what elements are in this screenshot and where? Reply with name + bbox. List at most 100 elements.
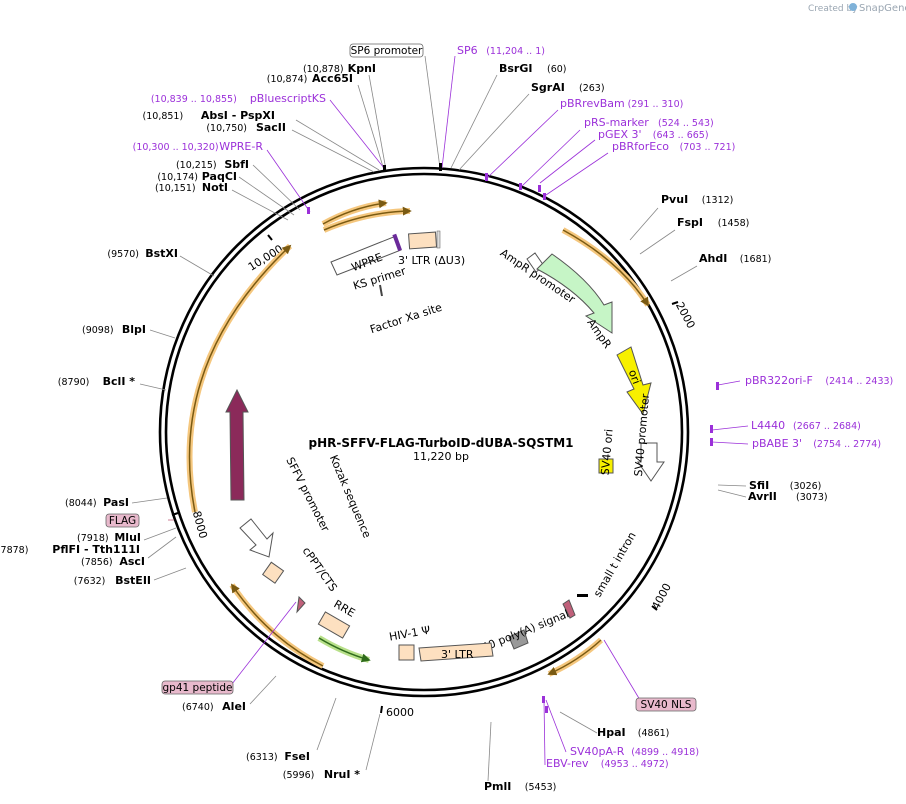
feature-label-kozak: Kozak sequence <box>327 453 374 540</box>
plasmid-title-block: pHR-SFFV-FLAG-TurboID-dUBA-SQSTM1 11,220… <box>309 436 574 463</box>
enzyme-pmli: PmlI(5453) <box>484 780 556 793</box>
enzyme-bsteii: BstEII(7632) <box>74 574 151 587</box>
primer-name: pBRforEco <box>612 140 669 153</box>
feature-label-turboid: TurboID <box>251 445 264 488</box>
ltr-du3-feature <box>408 231 438 250</box>
enzyme-position: (10,874) <box>267 74 308 85</box>
enzyme-position: (10,750) <box>206 123 247 134</box>
primer-range: (11,204 .. 1) <box>486 46 545 57</box>
enzyme-name: Acc65I <box>312 72 353 85</box>
boxed-label-sp6-promoter: SP6 promoter <box>349 43 424 58</box>
enzyme-position: (7878) <box>0 545 28 556</box>
primer-name: pBluescriptKS <box>250 92 326 105</box>
feature-label-factor-xa: Factor Xa site <box>368 301 443 337</box>
primer-pgex-3: pGEX 3'(643 .. 665) <box>598 128 709 141</box>
enzyme-avrii: AvrII(3073) <box>748 490 828 503</box>
enzyme-name: BlpI <box>122 323 146 336</box>
enzyme-name: AhdI <box>699 252 727 265</box>
feature-label-cppt-cts: cPPT/CTS <box>300 545 340 594</box>
primer-ebv-rev: EBV-rev(4953 .. 4972) <box>546 757 669 770</box>
enzyme-acc65i: Acc65I (10,874) <box>267 72 353 85</box>
enzyme-position: (5996) <box>283 770 315 781</box>
enzyme-hpai: HpaI (4861) <box>597 726 669 739</box>
enzyme-name: PmlI <box>484 780 511 793</box>
ori-feature <box>616 346 652 416</box>
primer-name: pBABE 3' <box>752 437 802 450</box>
enzyme-position: (10,151) <box>155 183 196 194</box>
enzyme-ahdi: AhdI(1681) <box>699 252 771 265</box>
boxed-label-gp41: gp41 peptide <box>161 680 234 695</box>
enzyme-name: NotI <box>202 181 228 194</box>
enzyme-name: BstEII <box>115 574 151 587</box>
boxed-label-flag: FLAG <box>105 513 140 528</box>
rre-feature <box>317 611 351 639</box>
primer-sp6: SP6(11,204 .. 1) <box>457 44 545 57</box>
enzyme-nrui: NruI * (5996) <box>283 768 360 781</box>
enzyme-asci: AscI(7856) <box>81 555 145 568</box>
primer-range: (4899 .. 4918) <box>631 747 699 758</box>
enzyme-blpi: BlpI(9098) <box>82 323 146 336</box>
primer-range: (524 .. 543) <box>658 118 714 129</box>
enzyme-kpni: KpnI(10,878) <box>303 62 376 75</box>
enzyme-position: (4861) <box>638 728 670 739</box>
leader-lines <box>131 55 749 782</box>
boxed-label-frame <box>349 43 424 58</box>
enzyme-name: HpaI <box>597 726 626 739</box>
feature-label-ori: ori <box>626 368 643 386</box>
enzyme-position: (10,851) <box>143 111 184 122</box>
enzyme-name: BclI * <box>103 375 136 388</box>
sffv-promoter-feature <box>239 518 274 558</box>
boxed-label-frame <box>635 697 697 712</box>
primer-pbr322ori-f: pBR322ori-F(2414 .. 2433) <box>745 374 893 387</box>
enzyme-name: NruI * <box>324 768 360 781</box>
enzyme-sgrai: SgrAI(263) <box>531 81 605 94</box>
feature-label-small-t-intron: small t intron <box>591 530 639 600</box>
enzyme-position: (1458) <box>718 218 750 229</box>
enzyme-position: (7856) <box>81 557 113 568</box>
enzyme-position: (1312) <box>702 195 734 206</box>
primer-name: SV40pA-R <box>570 745 625 758</box>
enzyme-paqci: PaqCI(10,174) <box>157 170 237 183</box>
tick-label-2000: 2000 <box>673 300 698 331</box>
feature-label-hiv-psi: HIV-1 Ψ <box>388 623 431 643</box>
enzyme-bcli: BclI *(8790) <box>58 375 135 388</box>
feature-label-sv40-ori: SV40 ori <box>599 428 616 475</box>
enzyme-name: FspI <box>677 216 703 229</box>
enzyme-alei: AleI(6740) <box>182 700 246 713</box>
ltr-3-feature <box>418 642 494 662</box>
snapgene-watermark: Created by SnapGene <box>808 3 906 14</box>
enzyme-fsei: FseI(6313) <box>246 750 310 763</box>
enzyme-bstxi: BstXI(9570) <box>107 247 178 260</box>
plasmid-name: pHR-SFFV-FLAG-TurboID-dUBA-SQSTM1 <box>309 436 574 450</box>
snapgene-brand: SnapGene <box>859 3 906 14</box>
enzyme-pflfi: PflFI - Tth111I (7878) <box>0 543 140 556</box>
enzyme-name: PflFI - Tth111I <box>52 543 140 556</box>
enzyme-name: SfiI <box>749 479 769 492</box>
ring-markers <box>307 163 719 713</box>
orange-arcs <box>186 199 651 677</box>
boxed-label-text: SV40 NLS <box>641 699 692 711</box>
enzyme-name: PvuI <box>661 193 688 206</box>
enzyme-sfii: SfiI(3026) <box>749 479 821 492</box>
primer-wpre-r: WPRE-R(10,300 .. 10,320) <box>133 140 264 153</box>
enzyme-bsrgi: BsrGI(60) <box>499 62 567 75</box>
turboid-feature <box>225 388 249 501</box>
boxed-label-text: gp41 peptide <box>163 682 233 694</box>
plasmid-size: 11,220 bp <box>413 450 469 463</box>
enzyme-fspi: FspI (1458) <box>677 216 749 229</box>
tick-label-4000: 4000 <box>649 581 674 612</box>
enzyme-sacii: SacII(10,750) <box>206 121 286 134</box>
boxed-label-text: SP6 promoter <box>351 45 423 57</box>
enzyme-mlui: MluI(7918) <box>77 531 141 544</box>
tick-label-6000: 6000 <box>386 706 414 719</box>
enzyme-name: AleI <box>222 700 246 713</box>
primer-name: pGEX 3' <box>598 128 642 141</box>
enzyme-position: (6313) <box>246 752 278 763</box>
enzyme-position: (10,215) <box>176 160 217 171</box>
primer-range: (703 .. 721) <box>680 142 736 153</box>
enzyme-absi: AbsI - PspXI(10,851) <box>143 109 275 122</box>
enzyme-pvui: PvuI (1312) <box>661 193 733 206</box>
enzyme-name: AvrII <box>748 490 777 503</box>
